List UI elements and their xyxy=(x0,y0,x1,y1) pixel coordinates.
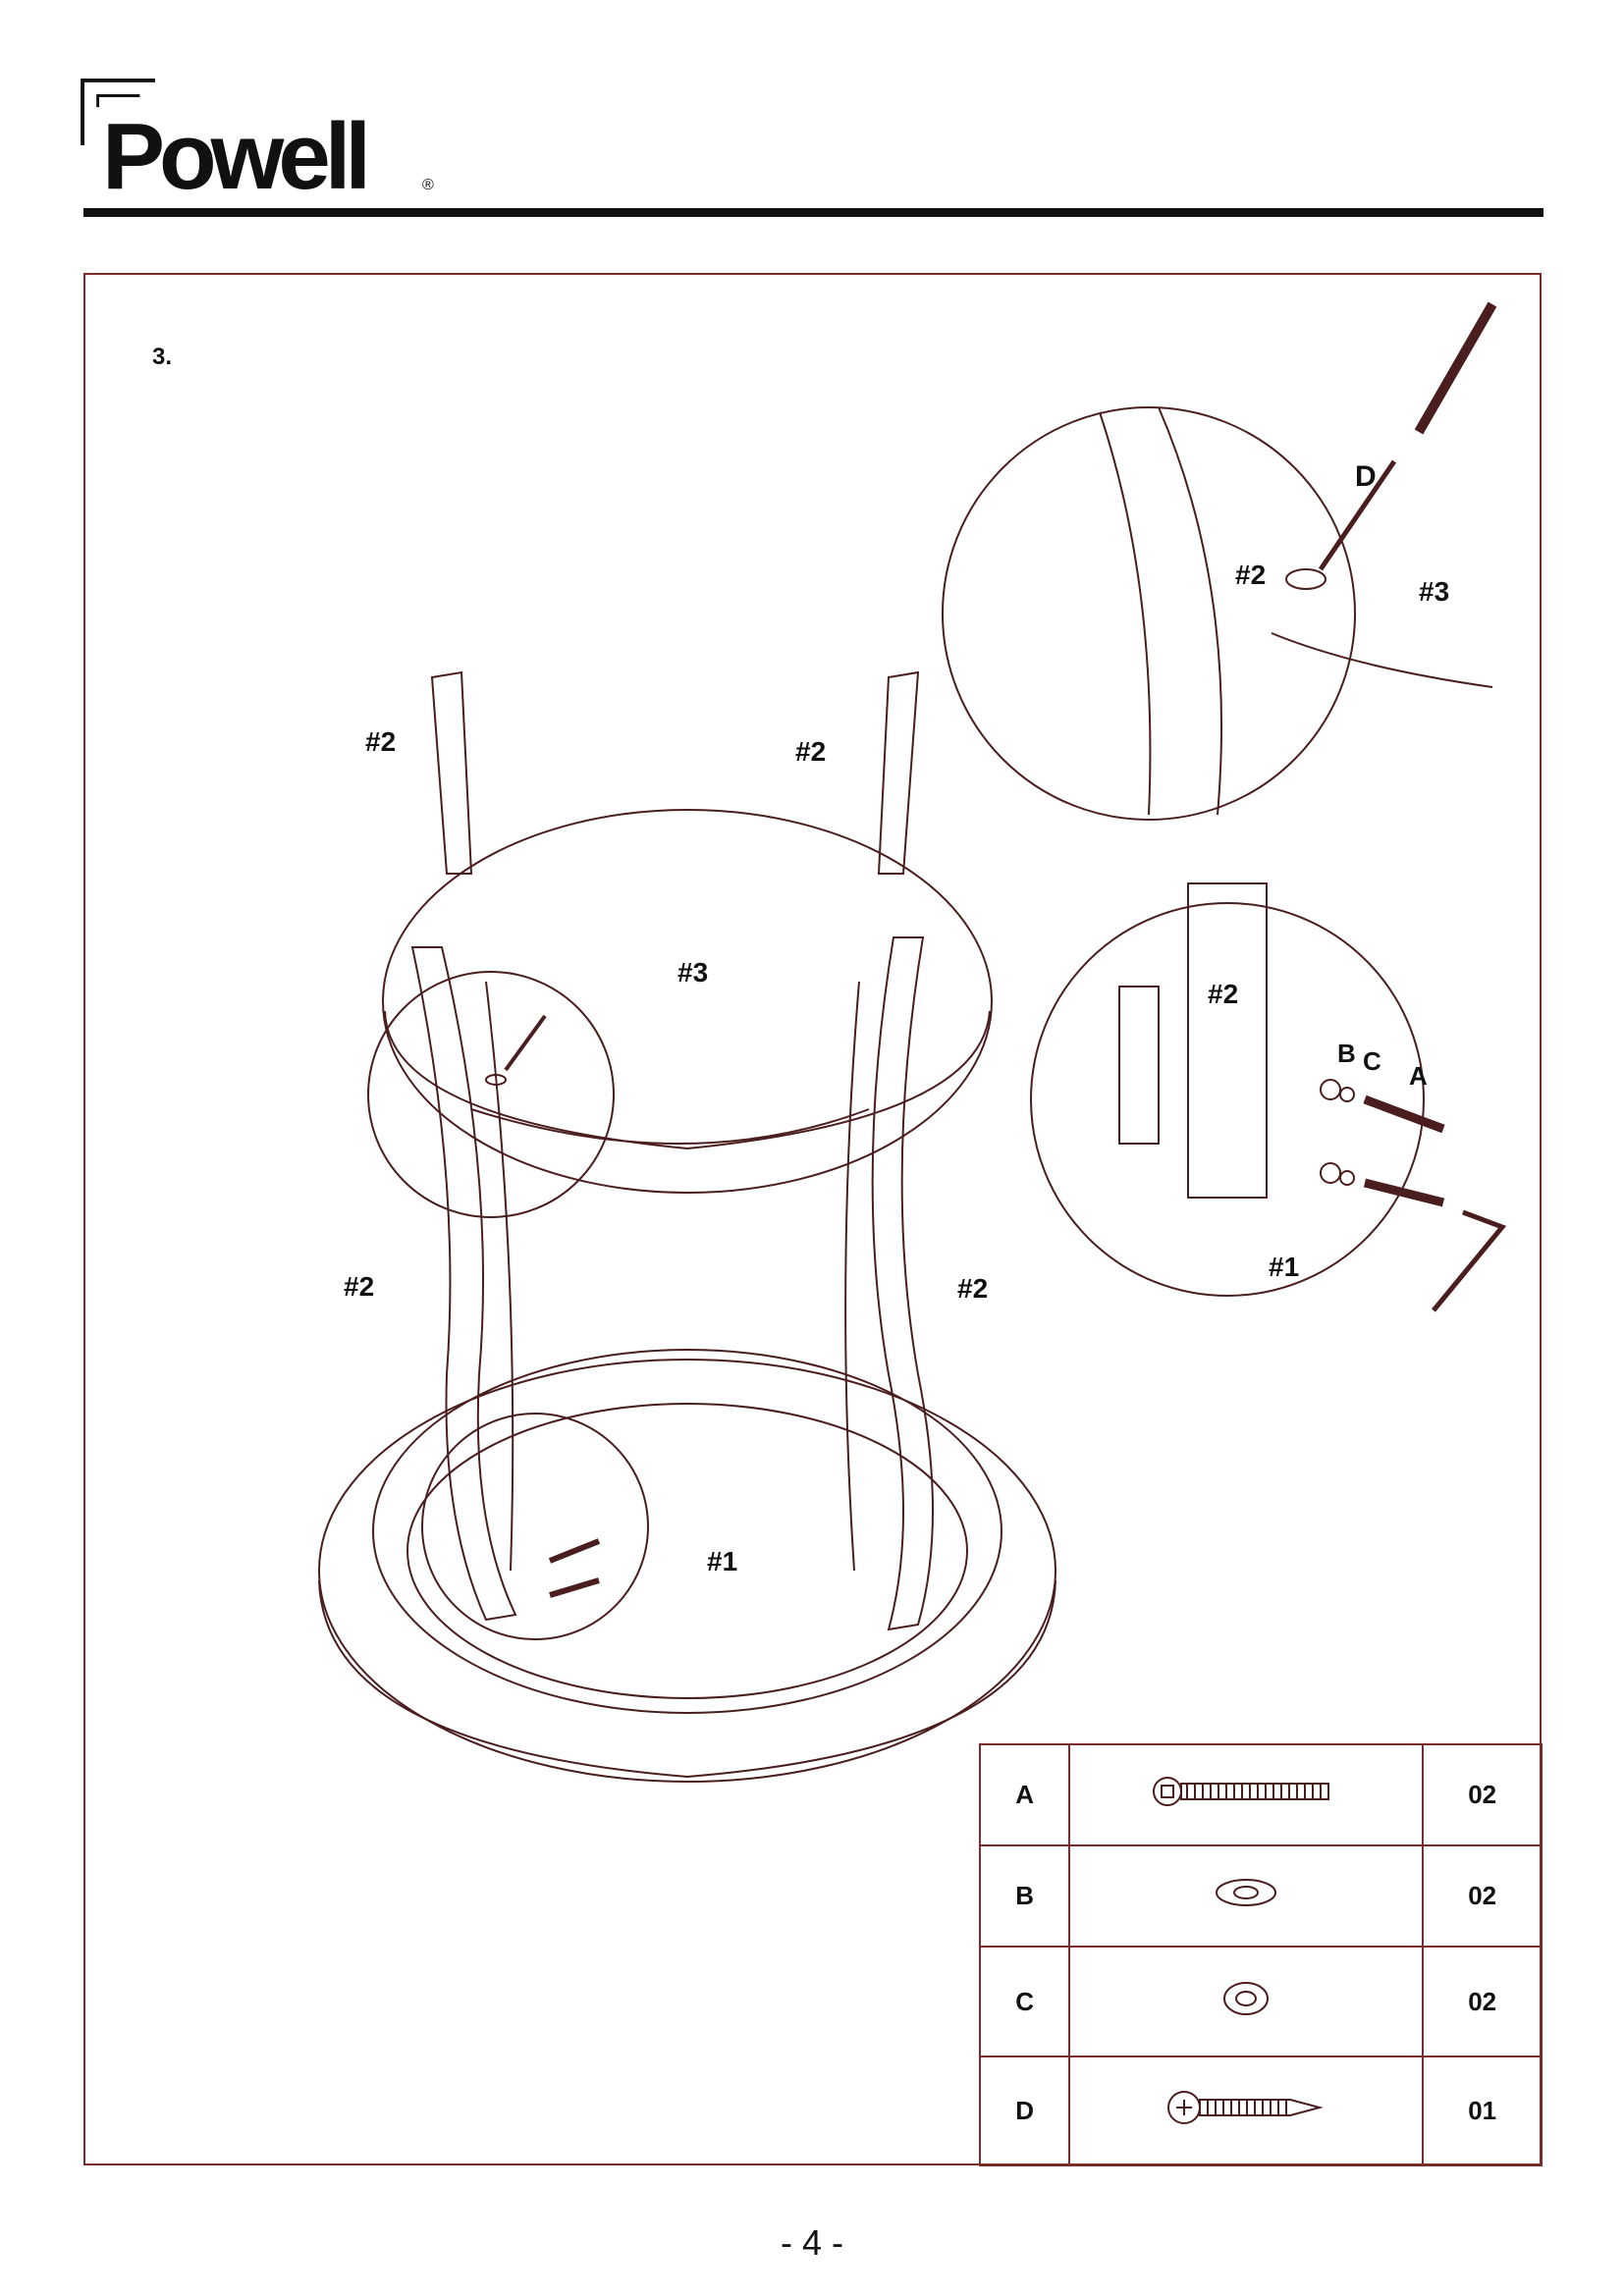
parts-row: D 01 xyxy=(978,2055,1543,2167)
detail-top-label-leg: #2 xyxy=(1235,560,1266,590)
part-code: D xyxy=(978,2055,1071,2167)
label-leg-back-right: #2 xyxy=(795,736,826,767)
detail-top-stretcher xyxy=(1271,632,1493,688)
stretcher xyxy=(470,1108,870,1145)
leg-back-right-lower xyxy=(844,981,860,1572)
base-inner xyxy=(406,1403,968,1699)
detail-side-label-bolt: A xyxy=(1409,1061,1428,1091)
part-qty: 02 xyxy=(1422,1946,1543,2057)
leg-back-left xyxy=(430,670,473,875)
magnifier-top xyxy=(367,971,615,1218)
logo-wordmark: Powell xyxy=(102,104,371,209)
part-code: A xyxy=(978,1742,1071,1847)
step-number: 3. xyxy=(152,344,173,370)
page-number: - 4 - xyxy=(780,2222,843,2263)
seat-top-outline xyxy=(382,809,993,1194)
part-code: B xyxy=(978,1844,1071,1949)
powell-logo: Powell ® xyxy=(81,79,454,206)
detail-side-label-washer: B xyxy=(1337,1039,1356,1068)
hex-bolt-icon xyxy=(1068,1742,1425,1847)
logo-registered-mark: ® xyxy=(422,177,434,193)
leg-front-left xyxy=(410,946,517,1622)
label-leg-front-right: #2 xyxy=(957,1273,988,1304)
leg-back-right xyxy=(877,670,920,875)
leg-front-right xyxy=(871,936,934,1631)
detail-side-bracket xyxy=(1118,986,1160,1145)
header-rule xyxy=(83,208,1543,217)
phillips-screw-icon xyxy=(1068,2055,1425,2167)
parts-row: A 02 xyxy=(978,1742,1543,1847)
detail-side-label-base: #1 xyxy=(1269,1252,1299,1282)
parts-list-table: A 02 B 02 C 02 xyxy=(978,1742,1543,2167)
spring-washer-icon xyxy=(1068,1946,1425,2057)
parts-row: B 02 xyxy=(978,1844,1543,1949)
part-code: C xyxy=(978,1946,1071,2057)
detail-side-leg xyxy=(1187,882,1268,1199)
detail-circle-side xyxy=(1030,902,1425,1297)
magnifier-bottom xyxy=(421,1413,649,1640)
leg-back-left-lower xyxy=(485,981,514,1572)
detail-top-label-screw: D xyxy=(1355,460,1377,493)
detail-circle-top xyxy=(942,406,1356,821)
label-seat-top: #3 xyxy=(677,957,708,988)
part-qty: 01 xyxy=(1422,2055,1543,2167)
base-ring xyxy=(318,1359,1056,1783)
logo-square-icon xyxy=(81,79,155,146)
seat-top-edge xyxy=(384,1010,991,1150)
parts-row: C 02 xyxy=(978,1946,1543,2057)
detail-side-label-spring-washer: C xyxy=(1363,1046,1381,1076)
detail-side-label-leg: #2 xyxy=(1208,979,1238,1009)
part-qty: 02 xyxy=(1422,1844,1543,1949)
part-qty: 02 xyxy=(1422,1742,1543,1847)
label-leg-back-left: #2 xyxy=(365,726,396,757)
detail-top-leg-b xyxy=(1158,406,1222,816)
base-edge xyxy=(318,1579,1056,1779)
instruction-frame xyxy=(83,273,1542,2165)
base-outer xyxy=(372,1349,1002,1714)
detail-top-label-top: #3 xyxy=(1419,576,1449,607)
detail-top-leg-a xyxy=(1099,411,1152,816)
label-leg-front-left: #2 xyxy=(344,1271,374,1302)
label-base: #1 xyxy=(707,1546,737,1576)
flat-washer-icon xyxy=(1068,1844,1425,1949)
